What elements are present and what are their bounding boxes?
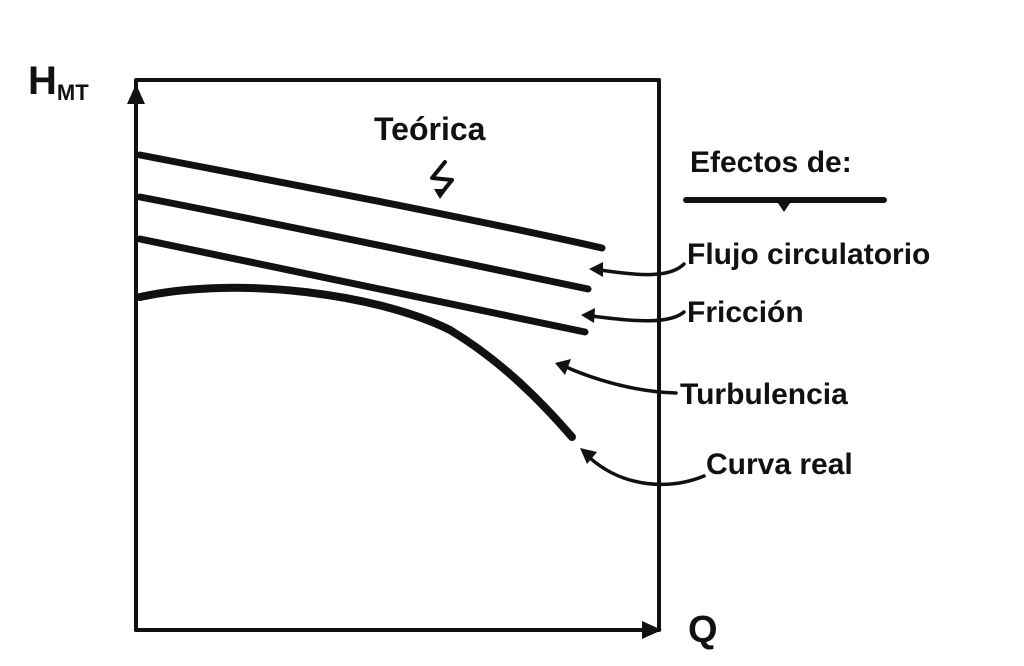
arrow-friction-head bbox=[581, 308, 595, 323]
curve-friction bbox=[136, 235, 589, 336]
legend-title: Efectos de: bbox=[690, 146, 852, 179]
curve-real bbox=[136, 283, 576, 441]
squiggle-arrowhead bbox=[434, 189, 447, 199]
y-axis bbox=[127, 84, 145, 632]
arrow-turbulence bbox=[555, 359, 678, 395]
y-axis-label-main: H bbox=[28, 59, 57, 103]
y-axis-arrowhead bbox=[127, 84, 145, 104]
arrow-turbulence-line bbox=[564, 365, 678, 395]
underline-tick bbox=[776, 200, 792, 212]
effect-label-real-curve: Curva real bbox=[706, 448, 853, 481]
x-axis bbox=[134, 621, 662, 639]
effect-label-friction: Fricción bbox=[687, 296, 804, 329]
squiggle-line bbox=[430, 160, 454, 197]
arrow-circulatory-flow bbox=[589, 262, 686, 277]
arrow-circulatory-flow-line bbox=[598, 262, 686, 277]
effect-label-turbulence: Turbulencia bbox=[680, 378, 848, 411]
arrow-friction-line bbox=[590, 310, 686, 323]
theoretical-pointer bbox=[430, 160, 454, 199]
y-axis-label-subscript: MT bbox=[57, 80, 89, 105]
x-axis-arrowhead bbox=[642, 621, 662, 639]
theoretical-label: Teórica bbox=[374, 111, 486, 147]
effect-label-circulatory-flow: Flujo circulatorio bbox=[687, 238, 930, 271]
x-axis-label: Q bbox=[688, 609, 718, 651]
y-axis-label: HMT bbox=[28, 59, 89, 105]
arrow-real-curve-head bbox=[580, 448, 597, 464]
arrow-circulatory-flow-head bbox=[589, 262, 603, 277]
arrow-real-curve bbox=[580, 448, 706, 487]
curve-theoretical bbox=[136, 151, 606, 252]
legend-title-underline bbox=[683, 197, 887, 212]
curve-circulatory-flow bbox=[136, 193, 592, 293]
plot-frame bbox=[134, 78, 661, 632]
arrow-turbulence-head bbox=[555, 359, 571, 375]
arrow-friction bbox=[581, 308, 686, 323]
arrow-real-curve-line bbox=[588, 456, 706, 487]
